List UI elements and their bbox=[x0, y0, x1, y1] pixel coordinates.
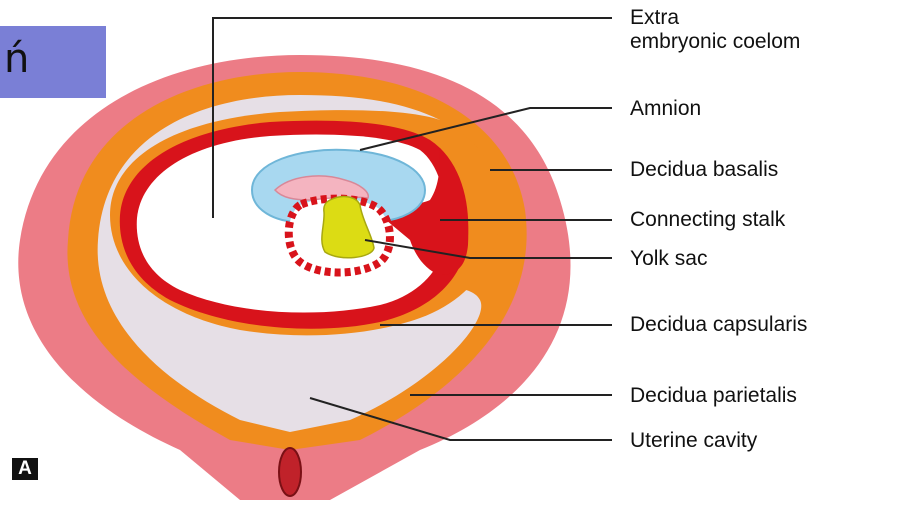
cervix bbox=[279, 448, 301, 496]
panel-letter: A bbox=[12, 458, 38, 480]
label-uterine-cavity: Uterine cavity bbox=[630, 429, 757, 453]
corner-label-text: ń bbox=[4, 36, 29, 82]
label-decidua-parietalis: Decidua parietalis bbox=[630, 384, 797, 408]
label-amnion: Amnion bbox=[630, 97, 701, 121]
label-extra-coelom-line1: Extra bbox=[630, 6, 679, 30]
label-decidua-basalis: Decidua basalis bbox=[630, 158, 778, 182]
label-decidua-capsularis: Decidua capsularis bbox=[630, 313, 807, 337]
corner-label-box: ń bbox=[0, 26, 106, 98]
label-extra-coelom-line2: embryonic coelom bbox=[630, 30, 800, 54]
label-connecting-stalk: Connecting stalk bbox=[630, 208, 785, 232]
label-yolk-sac: Yolk sac bbox=[630, 247, 707, 271]
